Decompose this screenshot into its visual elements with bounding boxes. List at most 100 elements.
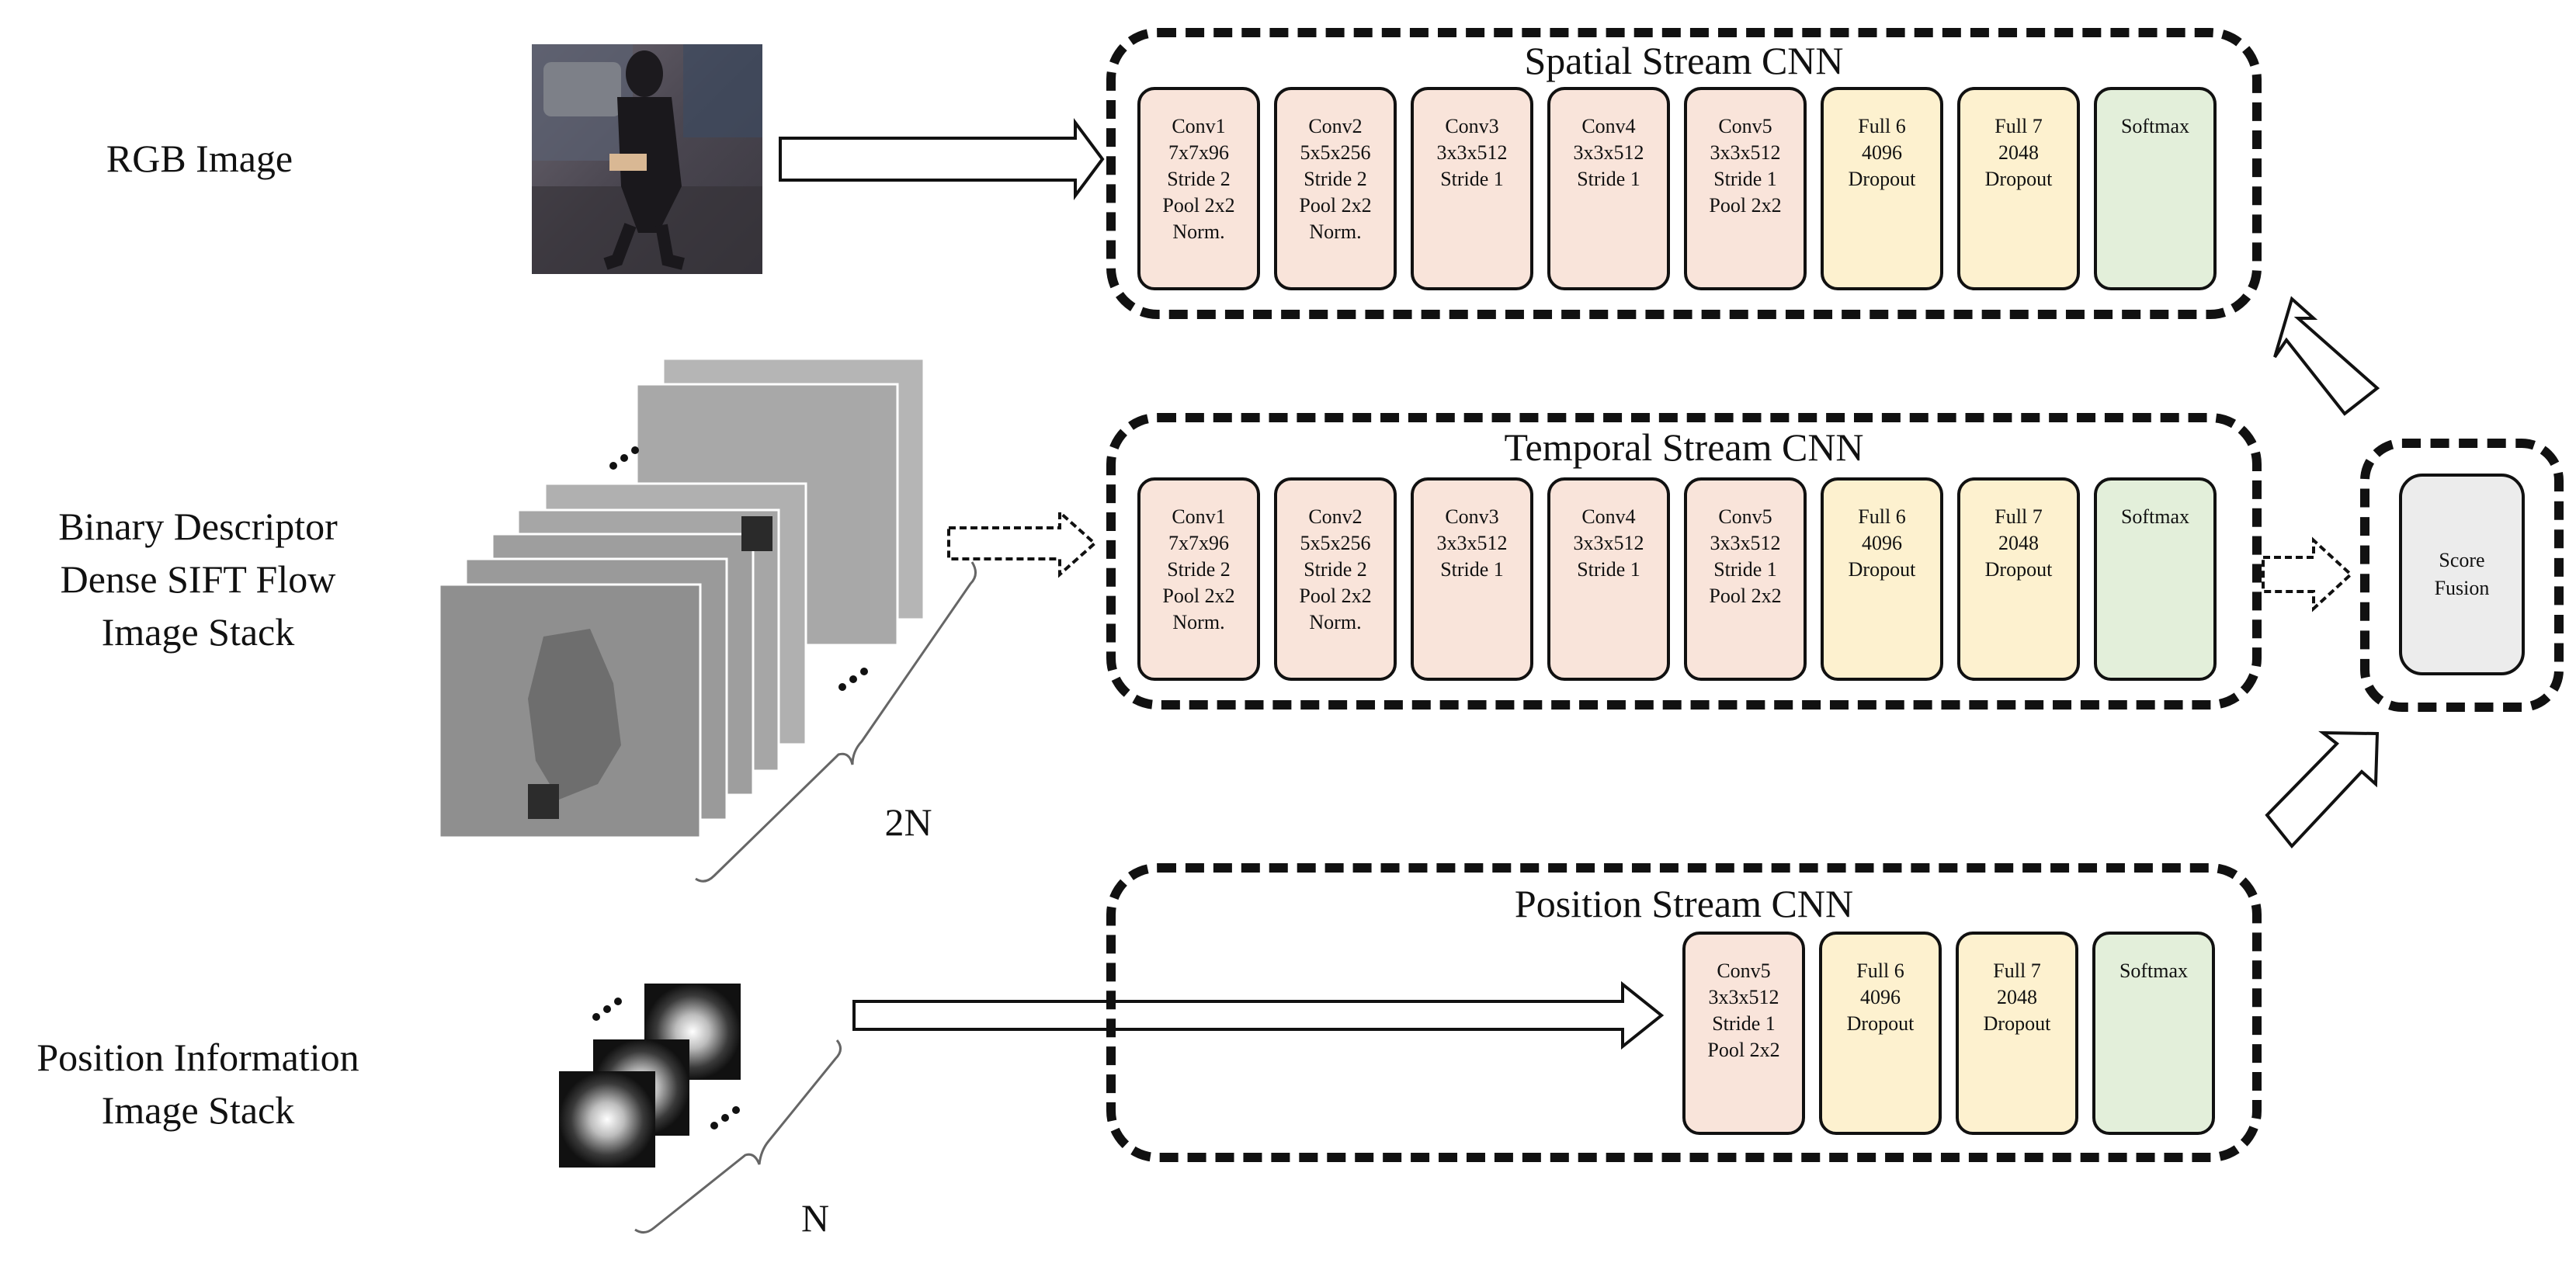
- layer-line: 3x3x512: [1573, 532, 1644, 554]
- layer-line: Full 7: [1993, 959, 2041, 982]
- score-fusion-box: [2360, 439, 2564, 712]
- arrow-flow-to-temporal: [947, 508, 1098, 578]
- layer-line: Pool 2x2: [1299, 585, 1372, 607]
- layer-line: Dropout: [1846, 1012, 1915, 1035]
- spatial-layer-8-text: Softmax: [2097, 90, 2213, 140]
- layer-line: 3x3x512: [1573, 141, 1644, 164]
- layer-line: Full 6: [1858, 505, 1906, 528]
- layer-line: Softmax: [2120, 505, 2190, 528]
- layer-line: 5x5x256: [1300, 532, 1371, 554]
- layer-line: Pool 2x2: [1299, 194, 1372, 217]
- layer-line: Conv4: [1581, 115, 1636, 137]
- position-image-stack: [559, 984, 741, 1168]
- layer-line: 3x3x512: [1708, 986, 1779, 1008]
- layer-line: 4096: [1860, 986, 1901, 1008]
- layer-line: Pool 2x2: [1709, 194, 1782, 217]
- rgb-image: [532, 44, 762, 274]
- layer-line: Stride 1: [1577, 558, 1640, 581]
- temporal-layer-8: Softmax: [2094, 477, 2217, 681]
- layer-line: 4096: [1862, 141, 1902, 164]
- layer-line: Conv5: [1718, 115, 1772, 137]
- layer-line: Stride 1: [1713, 168, 1777, 190]
- flow-label-line-2: Dense SIFT Flow: [60, 557, 336, 601]
- layer-line: Dropout: [1984, 168, 2053, 190]
- layer-line: Norm.: [1309, 611, 1362, 633]
- temporal-stream-title: Temporal Stream CNN: [1504, 425, 1864, 469]
- layer-line: Pool 2x2: [1707, 1039, 1780, 1061]
- layer-line: Conv2: [1308, 115, 1363, 137]
- layer-line: Pool 2x2: [1162, 585, 1235, 607]
- layer-line: Full 7: [1994, 505, 2043, 528]
- layer-line: Stride 1: [1440, 168, 1504, 190]
- layer-line: Pool 2x2: [1162, 194, 1235, 217]
- layer-line: Conv3: [1445, 505, 1499, 528]
- spatial-layer-8: Softmax: [2094, 87, 2217, 290]
- temporal-stream-box: [1106, 413, 2262, 710]
- layer-line: Stride 1: [1712, 1012, 1776, 1035]
- layer-line: 2048: [1998, 141, 2039, 164]
- flow-label-line-3: Image Stack: [101, 610, 295, 654]
- layer-line: 7x7x96: [1168, 141, 1229, 164]
- layer-line: Pool 2x2: [1709, 585, 1782, 607]
- layer-line: Stride 1: [1713, 558, 1777, 581]
- layer-line: 5x5x256: [1300, 141, 1371, 164]
- position-stack-brace: [634, 1039, 842, 1234]
- layer-line: Dropout: [1983, 1012, 2051, 1035]
- layer-line: Norm.: [1172, 611, 1225, 633]
- layer-line: Stride 2: [1167, 168, 1231, 190]
- layer-line: Conv4: [1581, 505, 1636, 528]
- arrow-spatial-to-fusion: [2273, 296, 2380, 416]
- flow-stack-label: Binary Descriptor Dense SIFT Flow Image …: [23, 500, 373, 658]
- layer-line: Softmax: [2120, 115, 2190, 137]
- temporal-layer-8-text: Softmax: [2097, 481, 2213, 530]
- position-stream-box: [1106, 863, 2262, 1162]
- layer-line: Norm.: [1309, 220, 1362, 243]
- layer-line: Full 6: [1856, 959, 1904, 982]
- layer-line: Conv1: [1172, 115, 1226, 137]
- position-label-line-1: Position Information: [36, 1036, 359, 1079]
- flow-label-line-1: Binary Descriptor: [58, 505, 338, 548]
- layer-line: Dropout: [1848, 558, 1916, 581]
- layer-line: Conv1: [1172, 505, 1226, 528]
- flow-count-label: 2N: [884, 800, 932, 844]
- layer-line: 3x3x512: [1436, 141, 1508, 164]
- position-label-line-2: Image Stack: [101, 1088, 295, 1132]
- layer-line: Stride 2: [1304, 558, 1367, 581]
- position-layer-4: Softmax: [2092, 932, 2215, 1135]
- arrow-position-to-fusion: [2265, 730, 2380, 849]
- layer-line: 7x7x96: [1168, 532, 1229, 554]
- spatial-stream-title: Spatial Stream CNN: [1524, 39, 1844, 82]
- layer-line: Full 7: [1994, 115, 2043, 137]
- layer-line: Conv5: [1717, 959, 1771, 982]
- layer-line: 2048: [1997, 986, 2037, 1008]
- layer-line: 3x3x512: [1436, 532, 1508, 554]
- layer-line: Conv3: [1445, 115, 1499, 137]
- layer-line: 3x3x512: [1710, 532, 1781, 554]
